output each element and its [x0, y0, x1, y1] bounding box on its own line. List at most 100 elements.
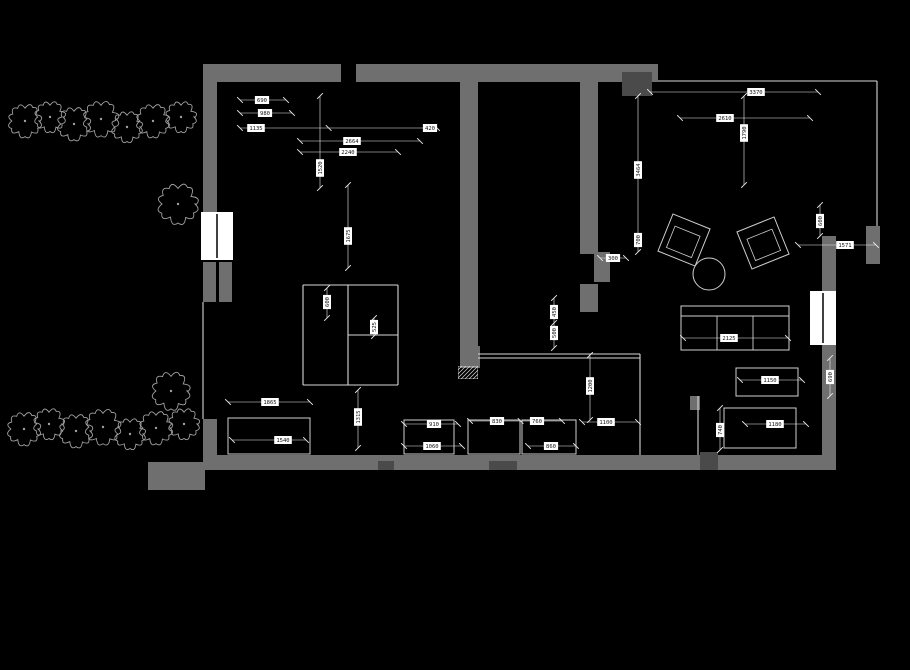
furniture-layer [227, 213, 799, 455]
tree-symbol [7, 412, 42, 447]
dimension-label: 1520 [316, 159, 324, 177]
dimension-tick [550, 294, 558, 302]
svg-text:600: 600 [325, 297, 331, 307]
svg-text:2240: 2240 [341, 150, 354, 156]
dimension-label: 910 [426, 420, 442, 428]
tree-symbol [111, 111, 143, 144]
dimension-label: 1571 [836, 241, 854, 249]
dimension-tick [826, 392, 834, 400]
hatch-area [458, 366, 478, 379]
svg-text:1540: 1540 [276, 438, 289, 444]
svg-text:500: 500 [552, 328, 558, 338]
wall-segment [378, 461, 394, 470]
dimension-tick [872, 241, 880, 249]
dimension-tick [344, 181, 352, 189]
svg-text:1200: 1200 [588, 379, 594, 392]
svg-text:3370: 3370 [749, 90, 762, 96]
tree-symbol [139, 411, 174, 446]
dimension-tick [354, 386, 362, 394]
dimension-label: 980 [257, 109, 273, 117]
dimension-label: 860 [543, 442, 559, 450]
trees-layer [7, 101, 200, 451]
svg-text:450: 450 [552, 307, 558, 317]
tree-trunk [154, 426, 158, 430]
windows-layer [201, 212, 836, 345]
svg-text:1865: 1865 [263, 400, 276, 406]
dimension-tick [634, 92, 642, 100]
wall-segment [203, 419, 217, 457]
wall-segment [700, 452, 718, 470]
dimension-tick [596, 254, 604, 262]
tree-trunk [128, 432, 132, 436]
dimension-tick [806, 114, 814, 122]
dimension-tick [816, 201, 824, 209]
dimension-tick [814, 88, 822, 96]
dimension-tick [802, 420, 810, 428]
svg-text:700: 700 [636, 235, 642, 245]
dimension-tick [716, 446, 724, 454]
tree-symbol [82, 101, 120, 138]
svg-text:1060: 1060 [425, 444, 438, 450]
dimension-tick [302, 436, 310, 444]
dimension-label: 2125 [720, 334, 738, 342]
furniture-outline [735, 367, 799, 397]
dimension-label: 500 [550, 325, 558, 341]
dimension-label: 1060 [423, 442, 441, 450]
dimension-tick [306, 398, 314, 406]
dimension-label: 830 [489, 417, 505, 425]
tree-trunk [101, 425, 105, 429]
dimension-tick [558, 417, 566, 425]
dimension-label: 700 [634, 232, 642, 248]
dimension-tick [394, 148, 402, 156]
tree-symbol [59, 414, 94, 449]
wall-segment [580, 284, 598, 312]
svg-text:690: 690 [828, 372, 834, 382]
svg-text:3464: 3464 [636, 163, 642, 177]
dimension-tick [296, 148, 304, 156]
tree-symbol [157, 183, 199, 225]
furniture-outline [521, 419, 577, 455]
dimension-label: 1180 [766, 420, 784, 428]
dimension-label: 3370 [747, 88, 765, 96]
dimension-label: 600 [816, 213, 824, 229]
dimension-tick [622, 254, 630, 262]
dimension-label: 690 [826, 369, 834, 385]
wall-segment [580, 82, 598, 254]
round-table [692, 257, 726, 291]
dimension-label: 450 [550, 304, 558, 320]
dimension-tick [296, 137, 304, 145]
svg-text:830: 830 [492, 419, 502, 425]
dimension-label: 2610 [716, 114, 734, 122]
dimension-tick [224, 398, 232, 406]
dimension-tick [466, 417, 474, 425]
svg-text:1790: 1790 [742, 126, 748, 139]
wall-segment [822, 345, 836, 457]
wall-segment [219, 262, 232, 302]
dimension-tick [634, 418, 642, 426]
wall-segment [203, 455, 836, 470]
furniture-outline [680, 305, 790, 351]
dimension-tick [816, 232, 824, 240]
dimension-label: 2664 [343, 137, 361, 145]
wall-segment [460, 346, 480, 368]
wall-segment [822, 236, 836, 292]
dimension-tick [716, 404, 724, 412]
svg-text:1100: 1100 [599, 420, 612, 426]
furniture-outline [227, 417, 311, 455]
thin-walls-layer [202, 80, 878, 455]
wall-segment [203, 262, 216, 302]
dimension-label: 1315 [354, 408, 362, 426]
dimension-label: 2240 [339, 148, 357, 156]
svg-text:1150: 1150 [763, 378, 776, 384]
dimension-label: 1150 [761, 376, 779, 384]
dimension-tick [323, 284, 331, 292]
dimension-label: 600 [323, 294, 331, 310]
dimension-tick [400, 442, 408, 450]
dimension-tick [325, 124, 332, 132]
tree-trunk [72, 122, 76, 126]
dimension-tick [288, 109, 296, 117]
svg-text:1571: 1571 [838, 243, 851, 249]
svg-text:740: 740 [718, 425, 724, 435]
svg-text:1135: 1135 [249, 126, 262, 132]
